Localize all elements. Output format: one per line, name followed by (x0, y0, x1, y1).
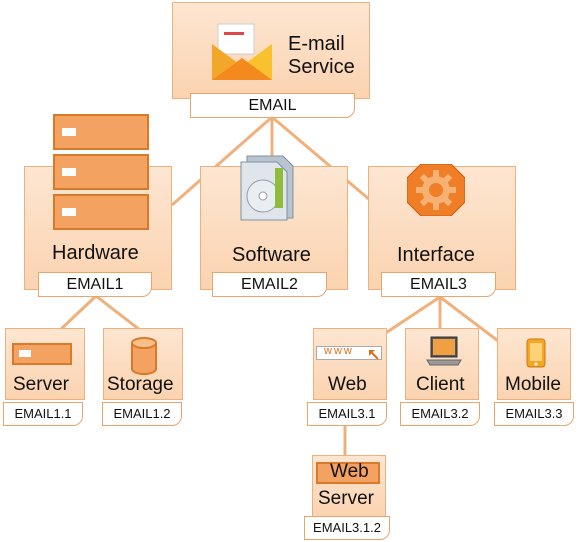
client-tag: EMAIL3.2 (400, 402, 480, 426)
gear-icon (407, 164, 465, 216)
database-icon (131, 337, 157, 375)
browser-address-text: www (324, 345, 354, 357)
web-server-tag: EMAIL3.1.2 (304, 516, 390, 540)
server-tag: EMAIL1.1 (3, 402, 83, 426)
client-label: Client (416, 374, 465, 395)
web-tag: EMAIL3.1 (307, 402, 387, 426)
software-box-icon (240, 155, 294, 221)
storage-label: Storage (107, 374, 174, 395)
server-rack-icon (53, 114, 149, 230)
web-label: Web (328, 374, 367, 395)
server-icon (12, 343, 72, 365)
software-tag: EMAIL2 (212, 272, 327, 297)
web-server-label-line1: Web (330, 461, 369, 482)
connector-root-hardware (171, 115, 273, 207)
email-service-node (172, 2, 370, 99)
software-label: Software (232, 244, 311, 266)
email-service-title-line2: Service (288, 56, 355, 78)
browser-address-icon (316, 346, 382, 360)
web-server-icon (316, 462, 380, 484)
email-service-title-line1: E-mail (288, 33, 345, 55)
connector-hardware-storage (95, 294, 141, 332)
connector-hardware-server (58, 294, 98, 332)
web-node (313, 328, 387, 400)
mobile-tag: EMAIL3.3 (494, 402, 574, 426)
server-label: Server (13, 374, 69, 395)
hardware-tag: EMAIL1 (38, 272, 152, 297)
mobile-label: Mobile (505, 374, 561, 395)
interface-label: Interface (397, 244, 475, 266)
laptop-icon (426, 336, 462, 366)
web-server-label-line2: Server (318, 488, 374, 509)
storage-tag: EMAIL1.2 (102, 402, 182, 426)
envelope-icon (212, 23, 272, 80)
hardware-label: Hardware (52, 242, 139, 264)
email-service-tag: EMAIL (190, 93, 355, 118)
smartphone-icon (526, 338, 546, 368)
interface-tag: EMAIL3 (381, 272, 496, 297)
connector-root-interface (271, 115, 371, 202)
cursor-icon (369, 350, 379, 360)
